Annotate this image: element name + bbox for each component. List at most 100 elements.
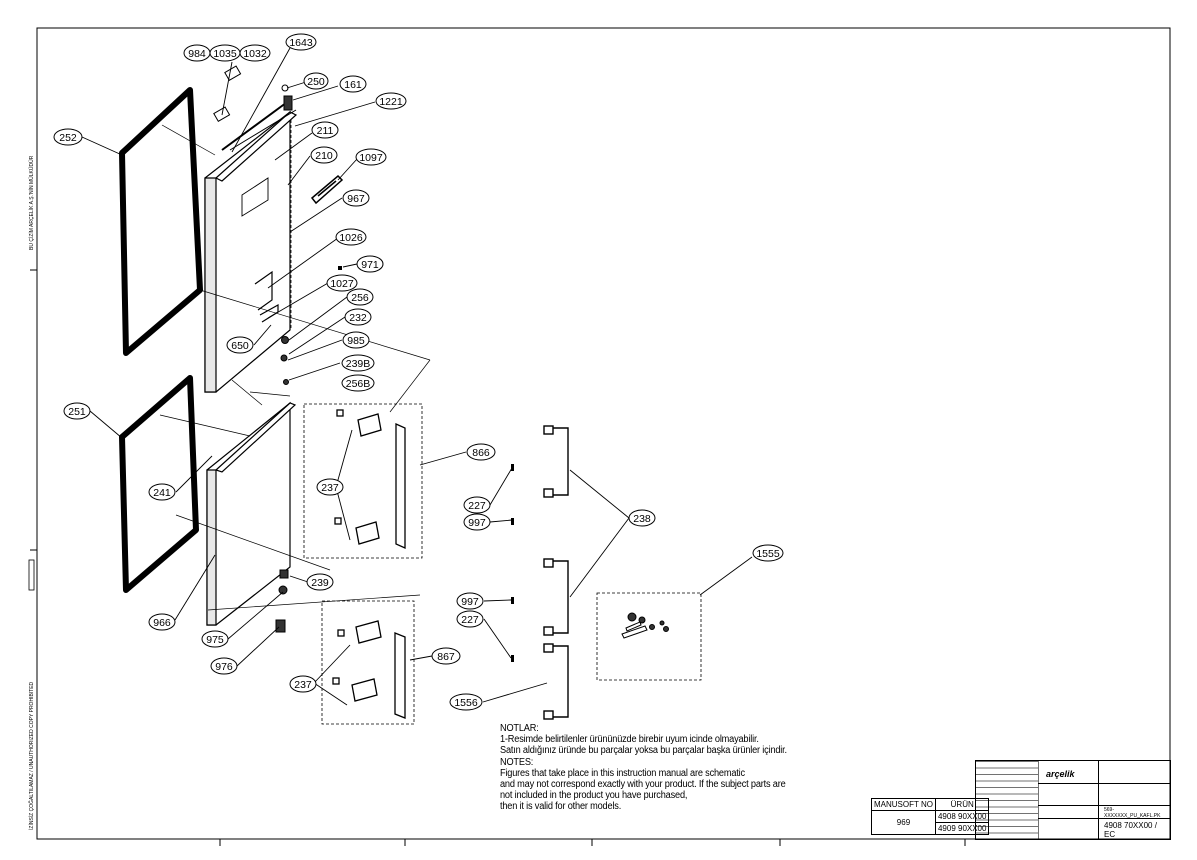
projection-lines (159, 124, 431, 611)
brand-logo: arçelik (1046, 769, 1075, 779)
callout-1556: 1556 (449, 693, 483, 711)
callout-997-top: 997 (463, 513, 491, 531)
svg-text:239B: 239B (346, 358, 371, 370)
notes-tr-line-1: 1-Resimde belirtilenler ürününüzde bireb… (500, 734, 759, 746)
callout-1097: 1097 (355, 148, 387, 166)
callouts: 984 1035 1032 1643 250 161 1221 252 211 … (53, 33, 784, 711)
callout-975: 975 (201, 630, 229, 648)
svg-text:997: 997 (461, 596, 479, 608)
lower-door-gasket (119, 375, 199, 593)
svg-text:997: 997 (468, 517, 486, 529)
svg-text:1221: 1221 (379, 96, 403, 108)
svg-text:251: 251 (68, 406, 86, 418)
notes-en-heading: NOTES: (500, 756, 534, 768)
svg-text:1026: 1026 (339, 232, 363, 244)
callout-1027: 1027 (326, 274, 358, 292)
callout-997-bottom: 997 (456, 592, 484, 610)
callout-237-top: 237 (316, 478, 344, 496)
svg-text:161: 161 (344, 79, 362, 91)
callout-256B: 256B (341, 374, 375, 392)
svg-text:232: 232 (349, 312, 367, 324)
svg-text:966: 966 (153, 617, 171, 629)
svg-text:1643: 1643 (289, 37, 313, 49)
part-1097 (310, 174, 344, 205)
svg-text:241: 241 (153, 487, 171, 499)
callout-227-bottom: 227 (456, 610, 484, 628)
notes-en-line-1: Figures that take place in this instruct… (500, 767, 745, 779)
svg-text:227: 227 (461, 614, 479, 626)
title-block: arçelik 569-XXXXXXX_PU_KAFL.PK 4908 70XX… (975, 760, 1171, 840)
margin-label-bottom: İZİNSİZ ÇOĞALTILAMAZ / UNAUTHORIZED COPY… (28, 681, 35, 830)
manusoft-no: 969 (871, 810, 936, 835)
callout-256: 256 (346, 288, 374, 306)
svg-text:971: 971 (361, 259, 379, 271)
callout-985: 985 (342, 331, 370, 349)
svg-text:1556: 1556 (454, 697, 478, 709)
svg-text:239: 239 (311, 577, 329, 589)
document-number: 4908 70XX00 / EC (1104, 821, 1157, 839)
callout-161: 161 (339, 75, 367, 93)
callout-1643: 1643 (285, 33, 317, 51)
handles-238 (543, 425, 569, 720)
kit-boxes (290, 120, 702, 725)
svg-text:1555: 1555 (756, 548, 780, 560)
callout-966: 966 (148, 613, 176, 631)
svg-text:238: 238 (633, 513, 651, 525)
svg-text:1097: 1097 (359, 152, 383, 164)
callout-251: 251 (63, 402, 91, 420)
upper-door-gasket (119, 87, 203, 356)
svg-text:227: 227 (468, 500, 486, 512)
svg-text:1027: 1027 (330, 278, 354, 290)
callout-238: 238 (628, 509, 656, 527)
notes-tr-heading: NOTLAR: (500, 723, 539, 734)
top-hinge (213, 65, 293, 123)
model-table: MANUSOFT NO ÜRÜN 969 4908 90XX00 4909 90… (871, 798, 990, 835)
callout-252: 252 (53, 128, 83, 146)
callout-232: 232 (344, 308, 372, 326)
svg-text:650: 650 (231, 340, 249, 352)
svg-text:975: 975 (206, 634, 224, 646)
callout-210: 210 (310, 146, 338, 164)
margin-label-top: BU ÇİZİM ARÇELİK A.Ş.'NİN MÜLKÜDÜR (28, 155, 35, 250)
callout-1032: 1032 (239, 44, 271, 62)
svg-text:210: 210 (315, 150, 333, 162)
svg-text:985: 985 (347, 335, 365, 347)
callout-227-top: 227 (463, 496, 491, 514)
svg-text:252: 252 (59, 132, 77, 144)
callout-1221: 1221 (375, 92, 407, 110)
door-handles (332, 409, 406, 719)
screws (338, 266, 514, 662)
notes-en-line-3: not included in the product you have pur… (500, 790, 688, 802)
callout-211: 211 (311, 121, 339, 139)
manusoft-label: MANUSOFT NO (871, 798, 936, 811)
svg-text:866: 866 (472, 447, 490, 459)
callout-1555: 1555 (752, 544, 784, 562)
svg-text:237: 237 (294, 679, 312, 691)
callout-239B: 239B (341, 354, 375, 372)
callout-867: 867 (431, 647, 461, 665)
svg-text:867: 867 (437, 651, 455, 663)
svg-text:256: 256 (351, 292, 369, 304)
svg-text:976: 976 (215, 661, 233, 673)
callout-241: 241 (148, 483, 176, 501)
svg-text:256B: 256B (346, 378, 371, 390)
svg-text:984: 984 (188, 48, 206, 60)
sheet-text: 569-XXXXXXX_PU_KAFL.PK (1104, 807, 1161, 819)
notes-block: NOTLAR: 1-Resimde belirtilenler ürününüz… (500, 723, 831, 813)
notes-en-line-4: then it is valid for other models. (500, 801, 622, 813)
leader-lines (81, 47, 753, 706)
callout-967: 967 (342, 189, 370, 207)
revision-grid (976, 761, 1039, 839)
callout-650: 650 (226, 336, 254, 354)
svg-text:1032: 1032 (243, 48, 267, 60)
callout-239: 239 (306, 573, 334, 591)
callout-1026: 1026 (335, 228, 367, 246)
notes-en-line-2: and may not correspond exactly with your… (500, 779, 786, 791)
drawing-frame (36, 27, 1171, 840)
callout-237-bottom: 237 (289, 675, 317, 693)
svg-text:1035: 1035 (213, 48, 237, 60)
callout-866: 866 (466, 443, 496, 461)
svg-text:237: 237 (321, 482, 339, 494)
margin-box (28, 559, 35, 591)
